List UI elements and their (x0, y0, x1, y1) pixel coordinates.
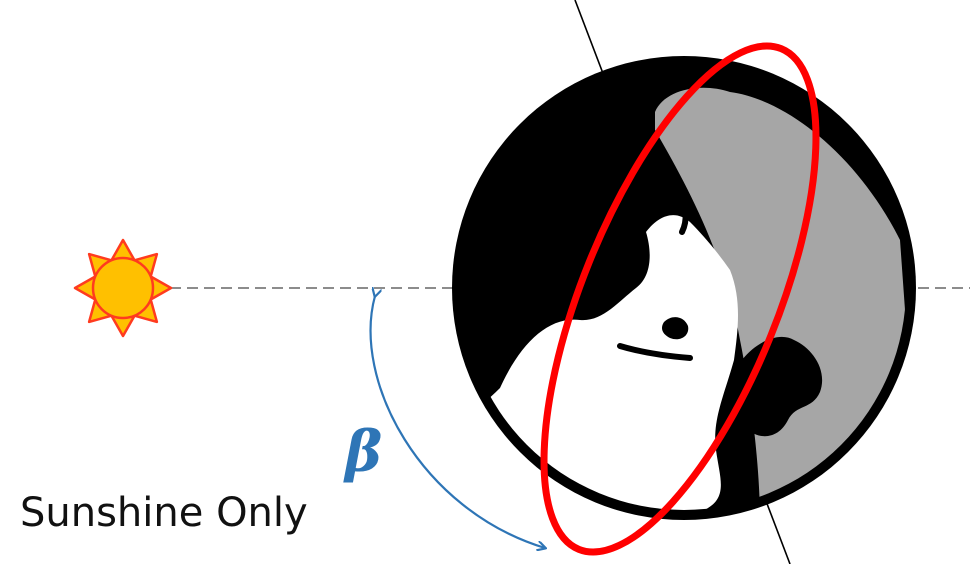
sun-icon (75, 240, 171, 336)
caption-sunshine-only: Sunshine Only (20, 490, 308, 536)
beta-angle-label: β (345, 424, 382, 480)
earth-globe-icon (452, 56, 920, 520)
